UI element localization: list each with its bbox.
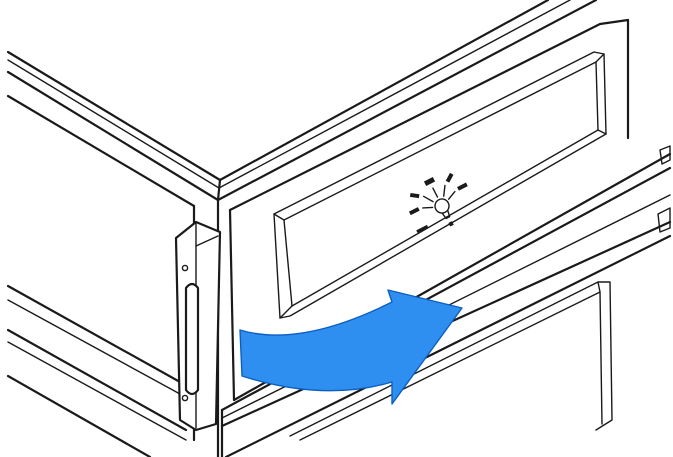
light-bulb-icon: [408, 172, 468, 234]
swing-arrow-icon: [239, 289, 463, 405]
cabinet-top-lid: [6, 0, 598, 208]
door-handle-icon: [174, 220, 222, 432]
right-edge-tabs: [657, 145, 671, 233]
